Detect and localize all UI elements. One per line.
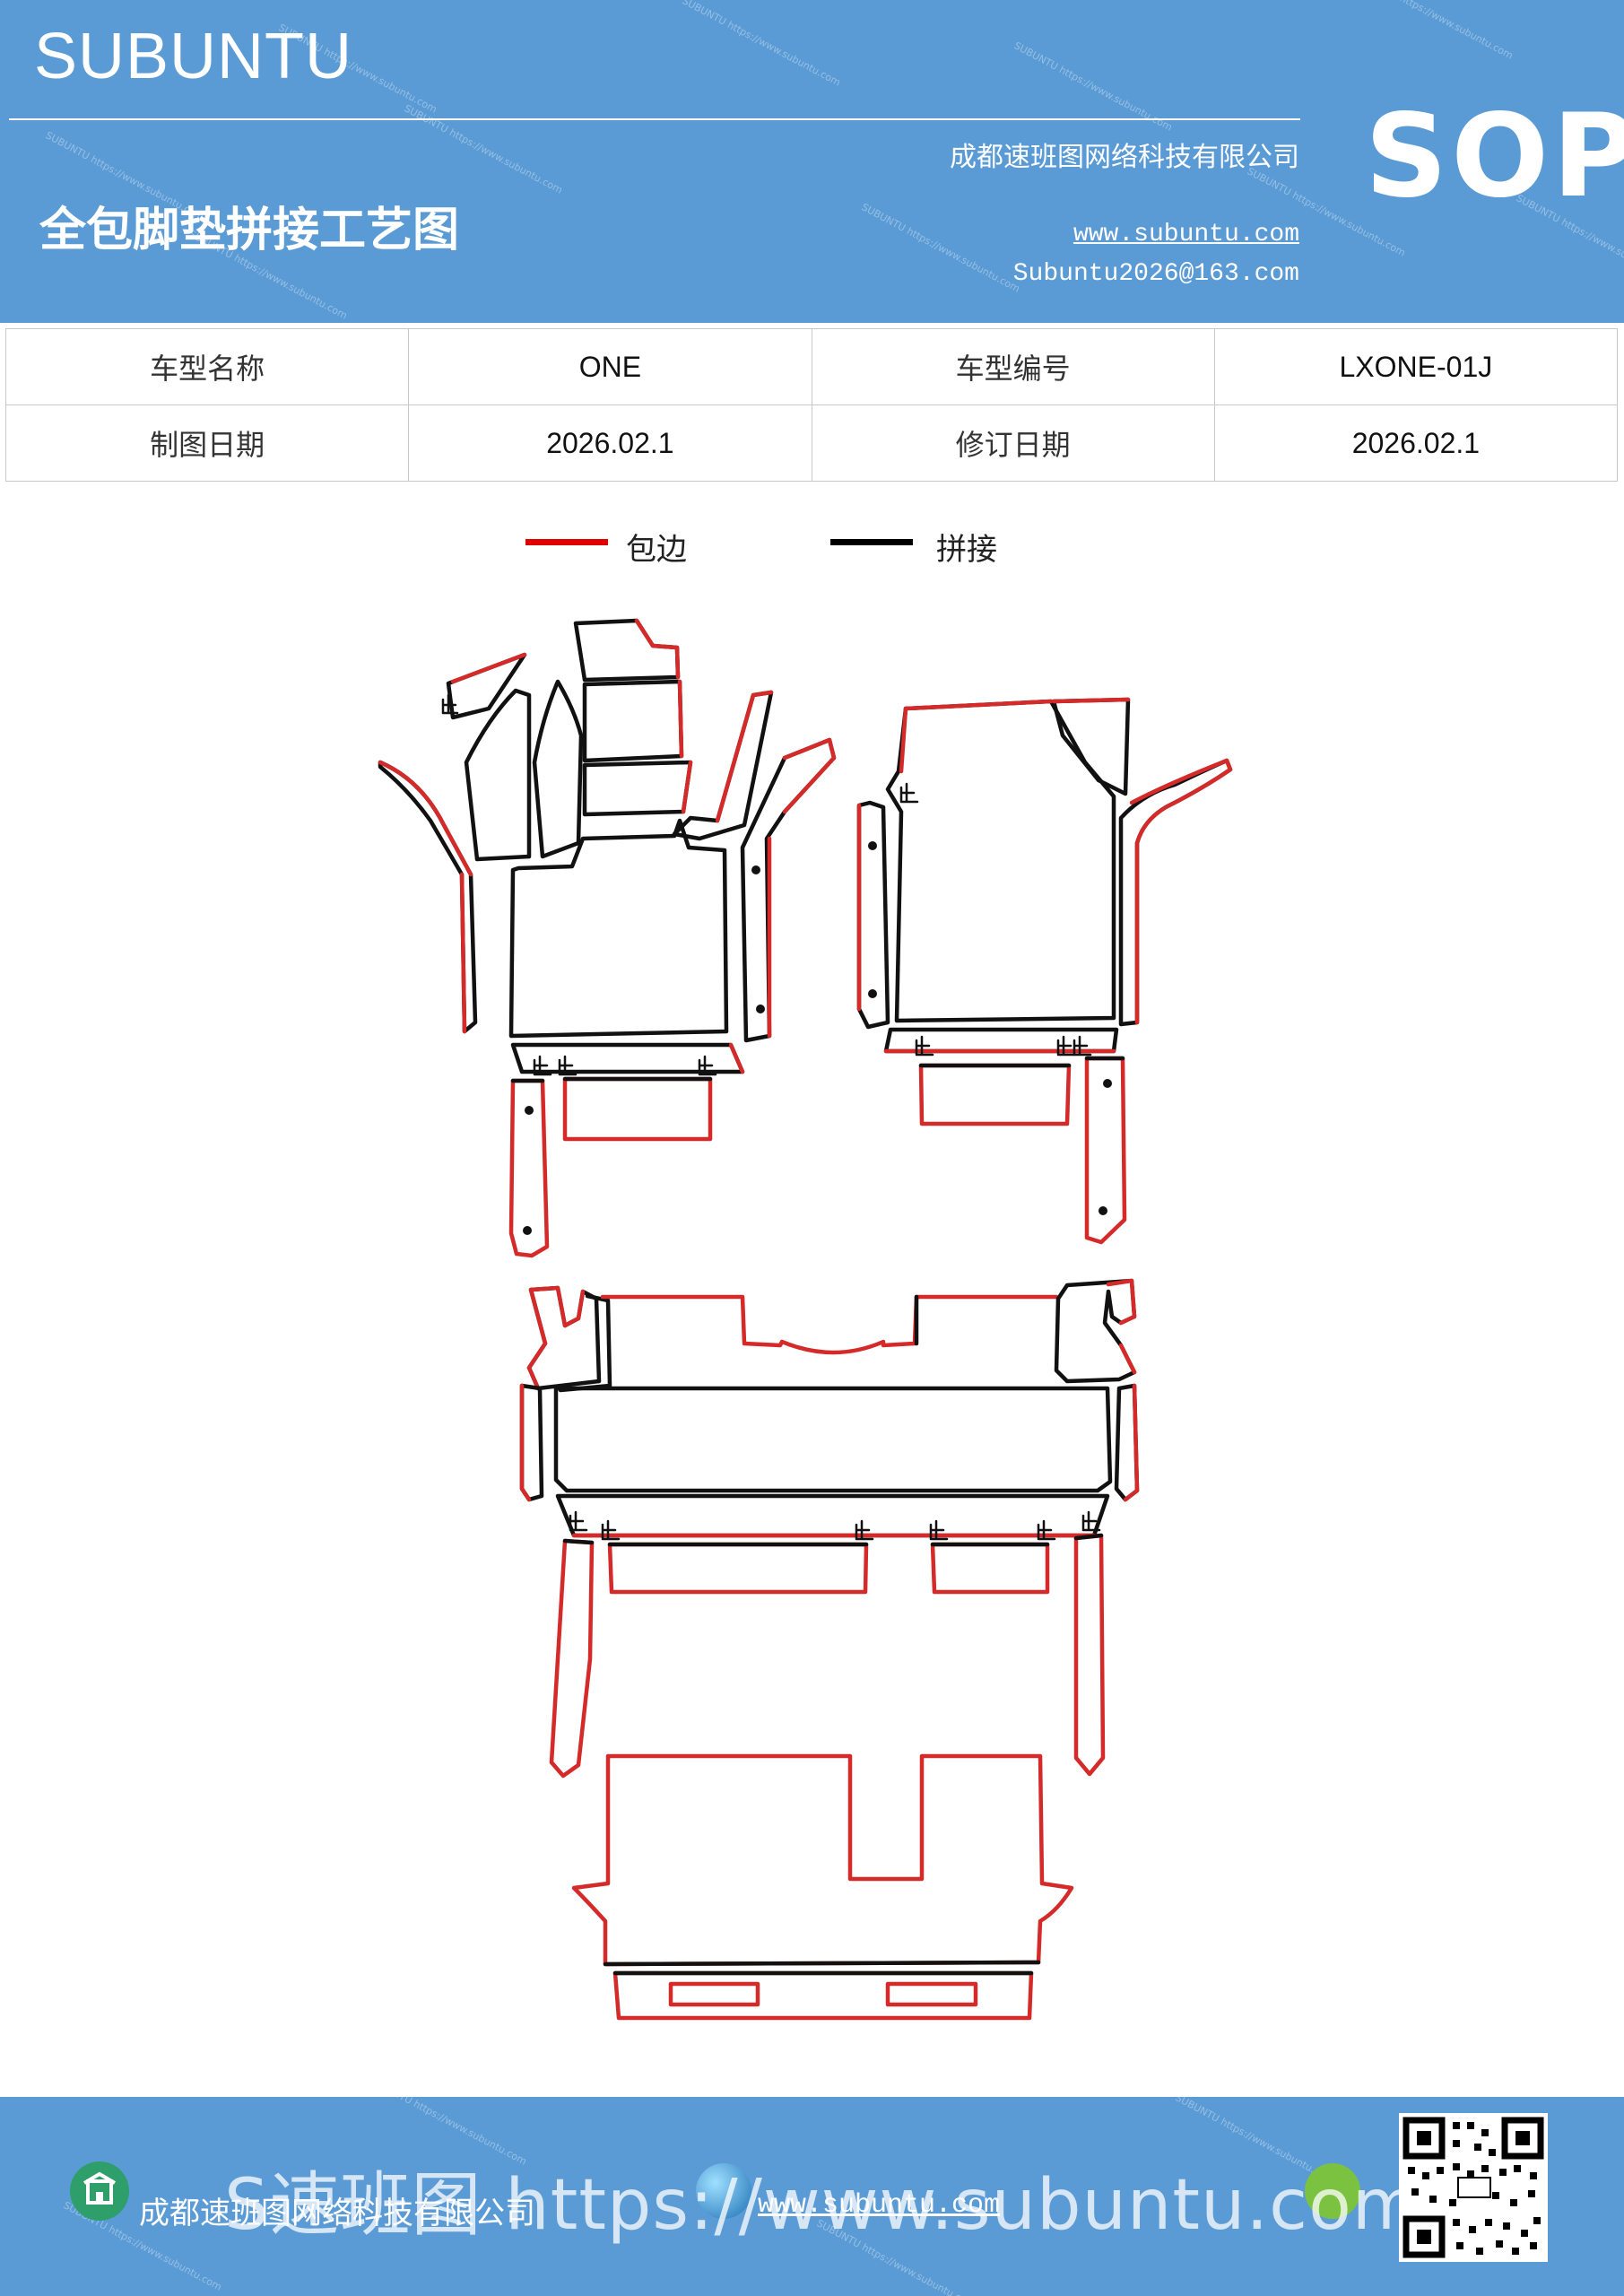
legend-label-edge: 包边 bbox=[626, 532, 687, 568]
website-link[interactable]: www.subuntu.com bbox=[1073, 221, 1299, 248]
sop-badge: SOP bbox=[1365, 90, 1624, 223]
draw-date-value: 2026.02.1 bbox=[408, 404, 812, 482]
wechat-icon bbox=[1305, 2163, 1360, 2219]
header-divider bbox=[9, 118, 1300, 120]
brand-name: SUBUNTU bbox=[34, 21, 353, 92]
email-address: Subuntu2026@163.com bbox=[1012, 260, 1299, 288]
table-row: 制图日期 2026.02.1 修订日期 2026.02.1 bbox=[4, 404, 1619, 482]
front-left-mat-group bbox=[378, 618, 837, 1258]
vehicle-name-value: ONE bbox=[408, 328, 812, 405]
company-name: 成都速班图网络科技有限公司 bbox=[950, 142, 1299, 173]
middle-row-mat-group bbox=[519, 1278, 1140, 1779]
vehicle-name-label: 车型名称 bbox=[4, 328, 410, 405]
legend-label-seam: 拼接 bbox=[936, 532, 997, 568]
vehicle-code-value: LXONE-01J bbox=[1213, 328, 1619, 405]
legend: 包边 拼接 bbox=[0, 525, 1624, 570]
footer-company: 成都速班图网络科技有限公司 bbox=[139, 2196, 535, 2231]
globe-icon bbox=[696, 2163, 751, 2219]
footer-banner: SUBUNTU https://www.subuntu.com SUBUNTU … bbox=[0, 2097, 1624, 2296]
rear-mat-group bbox=[571, 1753, 1074, 2021]
revision-date-value: 2026.02.1 bbox=[1213, 404, 1619, 482]
draw-date-label: 制图日期 bbox=[4, 404, 410, 482]
building-icon bbox=[70, 2161, 129, 2221]
table-row: 车型名称 ONE 车型编号 LXONE-01J bbox=[4, 328, 1619, 405]
footer-website-link[interactable]: www.subuntu.com bbox=[758, 2190, 1001, 2221]
footer-overlay-text: S速班图 https://www.subuntu.com bbox=[224, 2165, 1421, 2246]
revision-date-label: 修订日期 bbox=[811, 404, 1215, 482]
front-right-mat-group bbox=[856, 697, 1233, 1245]
header-banner: SUBUNTU https://www.subuntu.com SUBUNTU … bbox=[0, 0, 1624, 323]
vehicle-code-label: 车型编号 bbox=[811, 328, 1215, 405]
qr-code-icon bbox=[1399, 2113, 1548, 2262]
legend-swatch-seam bbox=[830, 539, 913, 545]
vehicle-info-table: 车型名称 ONE 车型编号 LXONE-01J 制图日期 2026.02.1 修… bbox=[4, 328, 1619, 482]
page-title: 全包脚垫拼接工艺图 bbox=[39, 203, 460, 257]
legend-swatch-edge bbox=[525, 539, 608, 545]
